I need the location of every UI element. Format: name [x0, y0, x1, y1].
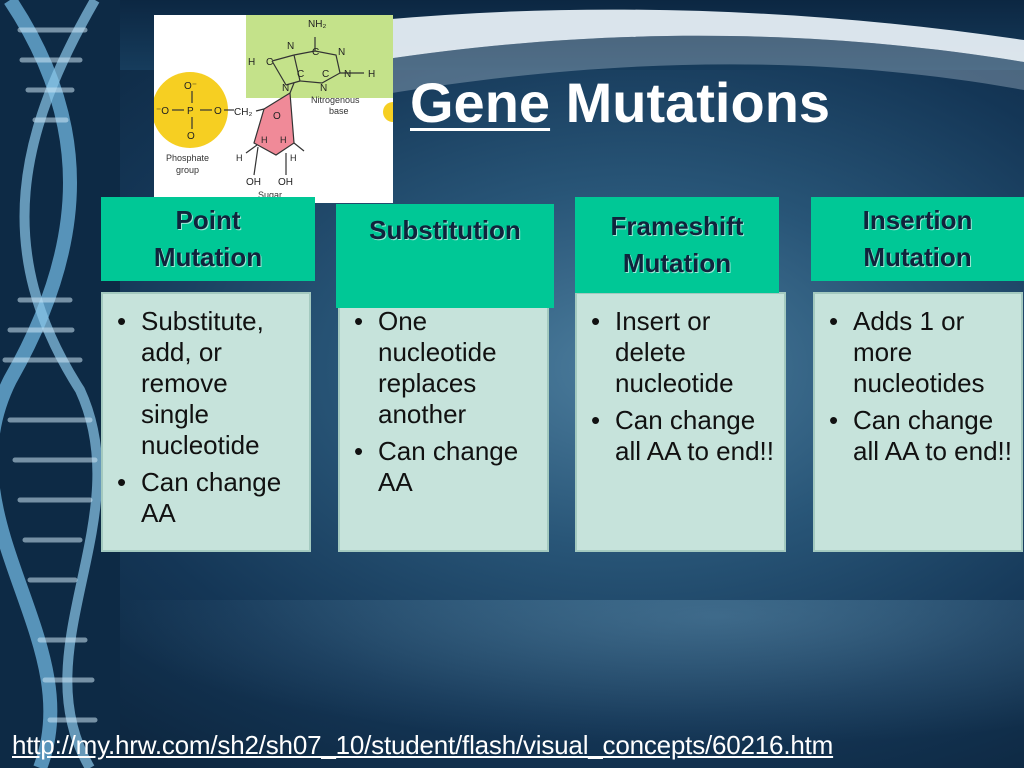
- list-item: • Can change AA: [350, 436, 539, 498]
- column-body-point-mutation: • Substitute, add, or remove single nucle…: [101, 292, 311, 552]
- diagram-o: O: [214, 106, 222, 117]
- diagram-h: H: [261, 135, 268, 145]
- column-header-frameshift-mutation: Frameshift Mutation: [575, 197, 779, 293]
- diagram-c: C: [266, 57, 273, 68]
- base-highlight: [246, 15, 393, 98]
- column-body-insertion-mutation: • Adds 1 or more nucleotides • Can change …: [813, 292, 1023, 552]
- title-rest: Mutations: [565, 71, 831, 134]
- sugar-ring: [253, 91, 295, 156]
- diagram-o: ⁻O: [156, 106, 169, 117]
- slide-title: Gene Mutations: [410, 70, 830, 150]
- diagram-phosphate-label: Phosphate: [166, 153, 209, 163]
- bullet: •: [354, 306, 364, 336]
- bottom-glow: [0, 600, 1024, 768]
- diagram-p: P: [187, 106, 194, 117]
- bullet-text: Insert or delete nucleotide: [615, 306, 734, 398]
- diagram-ch2: CH₂: [234, 107, 252, 118]
- diagram-h: H: [236, 153, 243, 163]
- diagram-group-label: group: [176, 165, 199, 175]
- bullet: •: [591, 306, 601, 336]
- column-header-insertion-mutation: Insertion Mutation: [811, 197, 1024, 281]
- diagram-ring-o: O: [273, 111, 281, 122]
- bullet-text: Can change AA: [141, 467, 282, 528]
- diagram-oh: OH: [278, 177, 293, 188]
- diagram-o: O⁻: [184, 81, 197, 92]
- diagram-oh: OH: [246, 177, 261, 188]
- diagram-c: C: [312, 47, 319, 58]
- diagram-h: H: [280, 135, 287, 145]
- footer-link[interactable]: http://my.hrw.com/sh2/sh07_10/student/fl…: [12, 730, 834, 760]
- list-item: • One nucleotide replaces another: [350, 306, 539, 430]
- list-item: • Adds 1 or more nucleotides: [825, 306, 1013, 399]
- list-item: • Substitute, add, or remove single nucle…: [113, 306, 301, 461]
- list-item: • Can change all AA to end!!: [587, 405, 776, 467]
- diagram-c: C: [297, 69, 304, 80]
- bullet-text: Can change all AA to end!!: [853, 405, 1013, 466]
- bullet: •: [117, 306, 127, 336]
- header-line: Point: [175, 205, 241, 235]
- diagram-h: H: [248, 57, 255, 68]
- header-line: Mutation: [863, 242, 972, 272]
- bullet-text: One nucleotide replaces another: [378, 306, 497, 429]
- diagram-base-label: base: [329, 106, 349, 116]
- header-line: Frameshift: [610, 211, 744, 241]
- diagram-o: O: [187, 131, 195, 142]
- diagram-nh2: NH₂: [308, 19, 326, 30]
- bullet-text: Can change AA: [378, 436, 519, 497]
- diagram-nitrogenous-label: Nitrogenous: [311, 95, 360, 105]
- diagram-n: N: [287, 41, 294, 52]
- column-body-substitution: • One nucleotide replaces another • Can ch…: [338, 292, 549, 552]
- column-header-point-mutation: Point Mutation: [101, 197, 315, 281]
- header-line: Substitution: [369, 215, 521, 245]
- bullet-text: Adds 1 or more nucleotides: [853, 306, 985, 398]
- header-line: Mutation: [153, 242, 263, 272]
- bullet: •: [354, 436, 364, 466]
- list-item: • Can change all AA to end!!: [825, 405, 1013, 467]
- column-body-frameshift-mutation: • Insert or delete nucleotide • Can change…: [575, 292, 786, 552]
- diagram-h: H: [290, 153, 297, 163]
- bullet: •: [829, 405, 839, 435]
- diagram-n: N: [282, 83, 289, 94]
- header-line: Mutation: [622, 248, 732, 278]
- diagram-n: N: [344, 69, 351, 80]
- phosphate-circle: [154, 72, 228, 148]
- dna-helix-decoration: [0, 0, 120, 768]
- column-header-substitution: Substitution: [336, 204, 554, 308]
- nucleotide-diagram: NH₂ N C N H C C C N H N N Nitrogenous ba…: [154, 15, 393, 203]
- diagram-n: N: [338, 47, 345, 58]
- bullet-text: Can change all AA to end!!: [615, 405, 775, 466]
- header-line: Insertion: [862, 205, 973, 235]
- phosphate-circle-partial: [383, 102, 393, 122]
- diagram-sugar-label: Sugar: [258, 190, 282, 200]
- light-band: [380, 9, 1024, 95]
- bullet: •: [591, 405, 601, 435]
- list-item: • Can change AA: [113, 467, 301, 529]
- diagram-n: N: [320, 83, 327, 94]
- bullet: •: [117, 467, 127, 497]
- list-item: • Insert or delete nucleotide: [587, 306, 776, 399]
- bullet-text: Substitute, add, or remove single nucleo…: [141, 306, 264, 460]
- diagram-c: C: [322, 69, 329, 80]
- diagram-h: H: [368, 69, 375, 80]
- title-underlined: Gene: [410, 71, 551, 134]
- bullet: •: [829, 306, 839, 336]
